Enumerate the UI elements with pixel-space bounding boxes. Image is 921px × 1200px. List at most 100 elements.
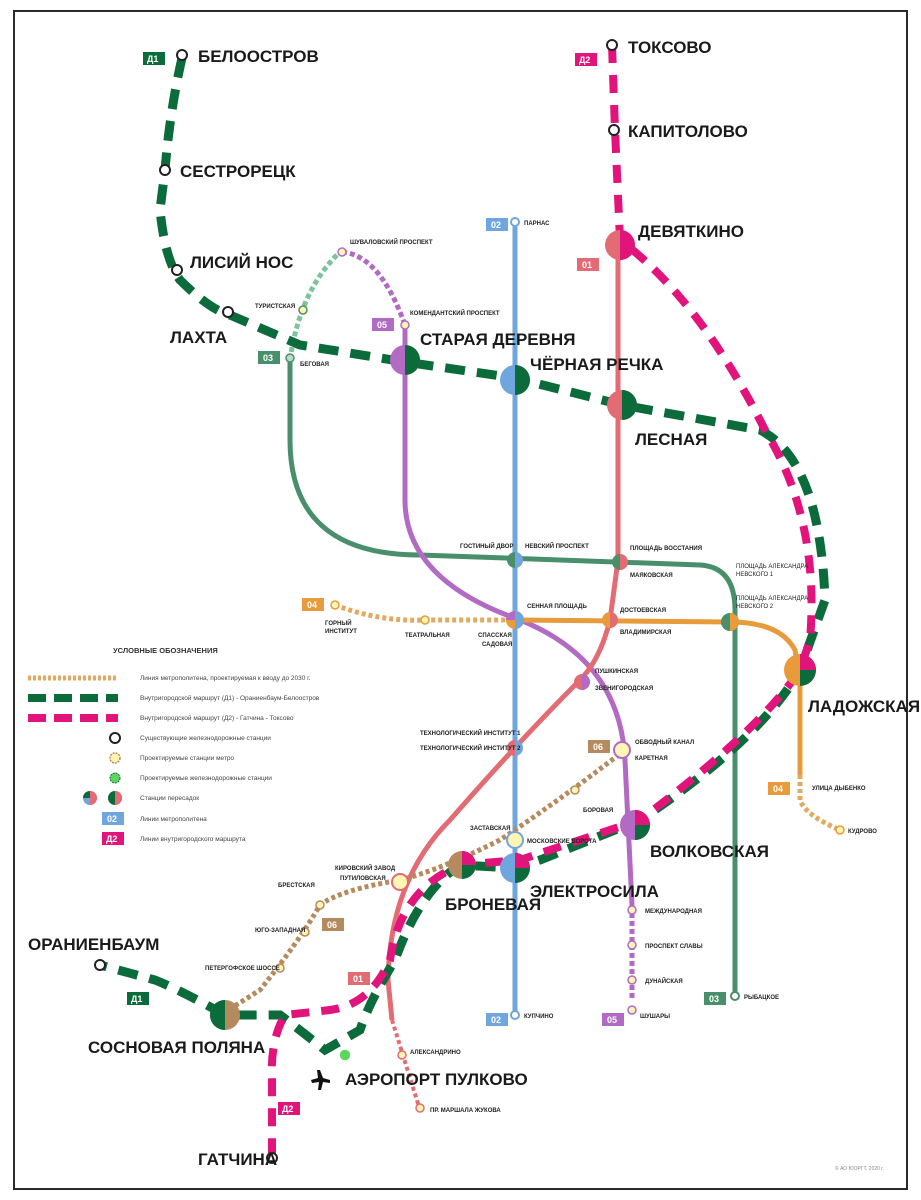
svg-text:Линия метрополитена, проектиру: Линия метрополитена, проектируемая к вво… [140, 675, 311, 682]
station-toksovo[interactable]: ТОКСОВО [606, 38, 712, 57]
svg-text:СПАССКАЯ: СПАССКАЯ [478, 633, 512, 639]
metro-line-4-planned [334, 602, 515, 623]
station-zastavskaya[interactable]: ЗАСТАВСКАЯ МОСКОВСКИЕ ВОРОТА [470, 826, 597, 849]
station-kapitolovo[interactable]: КАПИТОЛОВО [608, 122, 748, 141]
station-ladozhskaya[interactable]: ЛАДОЖСКАЯ [784, 654, 920, 716]
svg-text:СЕСТРОРЕЦК: СЕСТРОРЕЦК [180, 162, 296, 181]
svg-text:КОМЕНДАНТСКИЙ ПРОСПЕКТ: КОМЕНДАНТСКИЙ ПРОСПЕКТ [410, 309, 500, 317]
station-oranienbaum[interactable]: ОРАНИЕНБАУМ [28, 935, 159, 971]
svg-text:ШУВАЛОВСКИЙ ПРОСПЕКТ: ШУВАЛОВСКИЙ ПРОСПЕКТ [350, 238, 433, 246]
svg-text:СТАРАЯ ДЕРЕВНЯ: СТАРАЯ ДЕРЕВНЯ [420, 330, 575, 349]
svg-text:МОСКОВСКИЕ ВОРОТА: МОСКОВСКИЕ ВОРОТА [527, 839, 597, 845]
station-lisiy-nos[interactable]: ЛИСИЙ НОС [171, 253, 293, 276]
svg-text:ПЕТЕРГОФСКОЕ ШОССЕ: ПЕТЕРГОФСКОЕ ШОССЕ [205, 966, 280, 972]
svg-text:Линии метрополитена: Линии метрополитена [140, 816, 207, 823]
svg-text:РЫБАЦКОЕ: РЫБАЦКОЕ [744, 995, 779, 1001]
svg-text:05: 05 [377, 320, 387, 330]
station-teatralnaya[interactable]: ТЕАТРАЛЬНАЯ [405, 615, 450, 639]
station-borovaya[interactable]: БОРОВАЯ [570, 785, 613, 814]
station-shushary[interactable]: ШУШАРЫ [627, 1005, 670, 1020]
svg-text:ЧЁРНАЯ РЕЧКА: ЧЁРНАЯ РЕЧКА [530, 355, 663, 374]
station-brestskaya[interactable]: БРЕСТСКАЯ [278, 883, 325, 910]
tag-m4-left: 04 [302, 598, 324, 611]
station-obvodny[interactable]: ОБВОДНЫЙ КАНАЛ КАРЕТНАЯ [613, 738, 694, 762]
station-gostiny-nevsky[interactable]: ГОСТИНЫЙ ДВОР НЕВСКИЙ ПРОСПЕКТ [460, 542, 589, 568]
station-lesnaya[interactable]: ЛЕСНАЯ [607, 390, 707, 449]
svg-text:СЕННАЯ ПЛОЩАДЬ: СЕННАЯ ПЛОЩАДЬ [527, 604, 587, 610]
station-kupchino[interactable]: КУПЧИНО [510, 1010, 554, 1020]
station-turistskaya[interactable]: ТУРИСТСКАЯ [255, 304, 308, 315]
station-aeroport-pulkovo[interactable]: АЭРОПОРТ ПУЛКОВО [338, 1048, 528, 1089]
station-prospekt-slavy[interactable]: ПРОСПЕКТ СЛАВЫ [627, 940, 703, 950]
svg-text:02: 02 [107, 814, 117, 824]
svg-text:ПАРНАС: ПАРНАС [524, 221, 550, 227]
station-ulitsa-dybenko[interactable]: УЛИЦА ДЫБЕНКО [812, 786, 866, 792]
station-lakhta[interactable]: ЛАХТА [170, 306, 234, 347]
tag-m6-bottom: 06 [322, 918, 344, 931]
station-rybatskoe[interactable]: РЫБАЦКОЕ [730, 991, 779, 1001]
station-gorny-institut[interactable]: ГОРНЫЙ ИНСТИТУТ [325, 600, 357, 635]
svg-text:БЕЛООСТРОВ: БЕЛООСТРОВ [198, 47, 319, 66]
tag-d2-bottom: Д2 [278, 1102, 300, 1115]
station-chernaya-rechka[interactable]: ЧЁРНАЯ РЕЧКА [500, 355, 663, 395]
svg-text:ЗВЕНИГОРОДСКАЯ: ЗВЕНИГОРОДСКАЯ [595, 686, 653, 692]
footer-note: © АО ЮОРГТ, 2020 г. [835, 1165, 884, 1172]
station-marshala-zhukova[interactable]: ПР. МАРШАЛА ЖУКОВА [415, 1103, 501, 1114]
station-elektrosila[interactable]: ЭЛЕКТРОСИЛА [500, 853, 659, 901]
svg-text:ЮГО-ЗАПАДНАЯ: ЮГО-ЗАПАДНАЯ [255, 928, 305, 934]
station-vosstaniya-mayakovskaya[interactable]: ПЛОЩАДЬ ВОССТАНИЯ МАЯКОВСКАЯ [612, 546, 702, 579]
station-staraya-derevnya[interactable]: СТАРАЯ ДЕРЕВНЯ [390, 330, 575, 375]
svg-text:ДОСТОЕВСКАЯ: ДОСТОЕВСКАЯ [620, 608, 666, 614]
svg-text:КАРЕТНАЯ: КАРЕТНАЯ [635, 756, 668, 762]
tag-m5-bottom: 05 [602, 1013, 624, 1026]
metro-line-4-planned-east [797, 775, 841, 833]
station-pl-al-nevskogo[interactable]: ПЛОЩАДЬ АЛЕКСАНДРА НЕВСКОГО 1 ПЛОЩАДЬ АЛ… [721, 564, 808, 631]
station-komendantsky[interactable]: КОМЕНДАНТСКИЙ ПРОСПЕКТ [400, 309, 500, 330]
station-sosnovaya-polyana[interactable]: СОСНОВАЯ ПОЛЯНА [88, 1000, 265, 1057]
svg-text:Д2: Д2 [579, 55, 590, 65]
station-kirovsky[interactable]: КИРОВСКИЙ ЗАВОД ПУТИЛОВСКАЯ [335, 864, 409, 891]
tag-m3-top: 03 [258, 351, 280, 364]
station-gatchina[interactable]: ГАТЧИНА [198, 1150, 278, 1169]
tag-m1-top: 01 [577, 258, 599, 271]
svg-text:ПУШКИНСКАЯ: ПУШКИНСКАЯ [595, 669, 638, 675]
svg-text:ТЕХНОЛОГИЧЕСКИЙ ИНСТИТУТ 1: ТЕХНОЛОГИЧЕСКИЙ ИНСТИТУТ 1 [420, 729, 521, 737]
station-bronevaya[interactable]: БРОНЕВАЯ [445, 851, 541, 914]
station-dunayskaya[interactable]: ДУНАЙСКАЯ [627, 975, 683, 985]
svg-text:НЕВСКИЙ ПРОСПЕКТ: НЕВСКИЙ ПРОСПЕКТ [525, 542, 589, 550]
svg-text:ВОЛКОВСКАЯ: ВОЛКОВСКАЯ [650, 842, 769, 861]
svg-text:ТУРИСТСКАЯ: ТУРИСТСКАЯ [255, 304, 295, 310]
station-begovaya[interactable]: БЕГОВАЯ [285, 353, 329, 368]
legend: УСЛОВНЫЕ ОБОЗНАЧЕНИЯ Линия метрополитена… [28, 646, 320, 845]
station-sennaya[interactable]: СЕННАЯ ПЛОЩАДЬ СПАССКАЯ САДОВАЯ [478, 604, 587, 648]
svg-text:ВЛАДИМИРСКАЯ: ВЛАДИМИРСКАЯ [620, 630, 671, 636]
svg-text:01: 01 [582, 260, 592, 270]
station-volkovskaya[interactable]: ВОЛКОВСКАЯ [620, 810, 769, 861]
station-petergofskoe[interactable]: ПЕТЕРГОФСКОЕ ШОССЕ [205, 963, 285, 973]
station-aleksandrino[interactable]: АЛЕКСАНДРИНО [397, 1050, 461, 1060]
tag-m4-right: 04 [768, 782, 790, 795]
metro-line-4 [514, 617, 803, 775]
station-devyatkino[interactable]: ДЕВЯТКИНО [605, 222, 744, 260]
svg-text:СОСНОВАЯ ПОЛЯНА: СОСНОВАЯ ПОЛЯНА [88, 1038, 265, 1057]
tag-d2-top: Д2 [575, 53, 597, 66]
svg-text:04: 04 [307, 600, 317, 610]
station-shuvalovsky[interactable]: ШУВАЛОВСКИЙ ПРОСПЕКТ [337, 238, 433, 257]
svg-text:Внутригородской маршрут (Д2) -: Внутригородской маршрут (Д2) - Гатчина -… [140, 714, 294, 722]
svg-text:02: 02 [491, 220, 501, 230]
station-kudrovo[interactable]: КУДРОВО [835, 825, 877, 835]
metro-line-3-planned [287, 250, 342, 361]
metro-line-5-planned [341, 249, 408, 326]
station-tekhnolog[interactable]: ТЕХНОЛОГИЧЕСКИЙ ИНСТИТУТ 1 ТЕХНОЛОГИЧЕСК… [420, 729, 523, 756]
station-parnas[interactable]: ПАРНАС [510, 217, 550, 227]
svg-text:Линии внутригородского маршрут: Линии внутригородского маршрута [140, 836, 246, 843]
station-dostoevskaya-vladimirskaya[interactable]: ДОСТОЕВСКАЯ ВЛАДИМИРСКАЯ [602, 608, 671, 636]
station-pushkinskaya[interactable]: ПУШКИНСКАЯ ЗВЕНИГОРОДСКАЯ [574, 669, 653, 692]
legend-item-rail-station-planned: Проектируемые железнодорожные станции [109, 772, 272, 784]
station-sestroretsk[interactable]: СЕСТРОРЕЦК [159, 162, 296, 181]
station-yugo-zapadnaya[interactable]: ЮГО-ЗАПАДНАЯ [255, 927, 310, 937]
svg-text:КУПЧИНО: КУПЧИНО [524, 1014, 554, 1020]
station-mezhdunarodnaya[interactable]: МЕЖДУНАРОДНАЯ [627, 905, 702, 915]
station-beloostrov[interactable]: БЕЛООСТРОВ [176, 47, 319, 66]
